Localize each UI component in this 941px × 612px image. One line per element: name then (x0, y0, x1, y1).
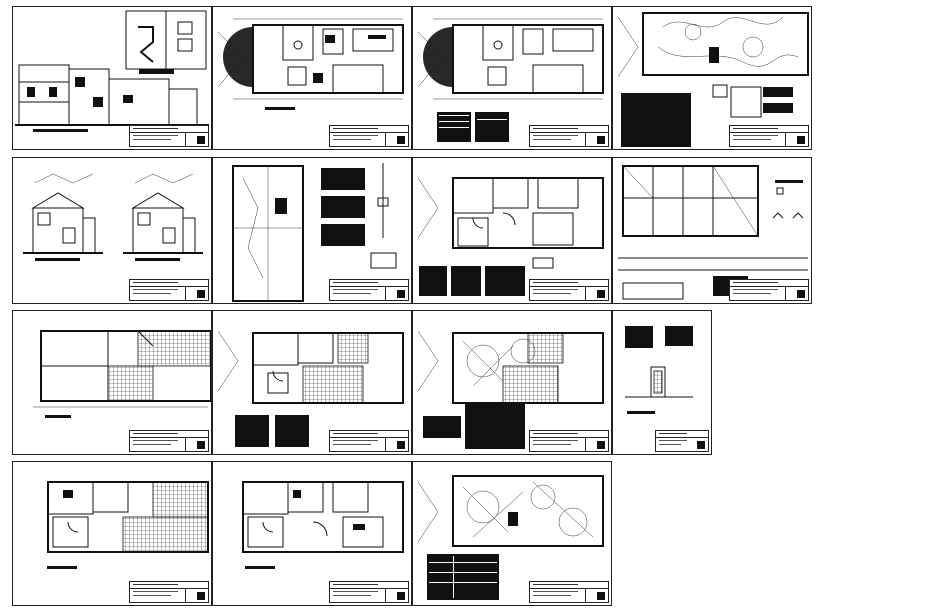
sheet-ground-floor-plan[interactable] (12, 461, 212, 606)
title-block-icon (529, 430, 609, 452)
sheet-front-elevations[interactable] (12, 157, 212, 304)
sheet-site-slab-plan[interactable] (12, 310, 212, 455)
title-block-icon (729, 125, 809, 147)
title-block-icon (129, 430, 209, 452)
sheet-structural-details[interactable] (212, 157, 412, 304)
sheet-electrical-plan-schedule[interactable] (612, 6, 812, 150)
title-block-icon (329, 125, 409, 147)
sheet-lighting-plan-tables[interactable] (412, 310, 612, 455)
title-block-icon (655, 430, 709, 452)
sheet-ground-floor-plan-alt[interactable] (212, 461, 412, 606)
sheet-first-floor-plan[interactable] (412, 157, 612, 304)
title-block-icon (529, 581, 609, 603)
sheet-detail-tables[interactable] (612, 310, 712, 455)
sheet-furnished-floor-plan[interactable] (212, 6, 412, 150)
title-block-icon (329, 279, 409, 301)
title-block-icon (529, 279, 609, 301)
title-block-icon (129, 581, 209, 603)
sheet-floor-plan-tables[interactable] (212, 310, 412, 455)
sheet-electrical-plan-table[interactable] (412, 461, 612, 606)
sheet-foundation-plan[interactable] (612, 157, 812, 304)
title-block-icon (329, 430, 409, 452)
title-block-icon (129, 125, 209, 147)
title-block-icon (729, 279, 809, 301)
title-block-icon (529, 125, 609, 147)
title-block-icon (329, 581, 409, 603)
sheet-elevation-section[interactable] (12, 6, 212, 150)
sheet-furnished-floor-plan-legend[interactable] (412, 6, 612, 150)
title-block-icon (129, 279, 209, 301)
